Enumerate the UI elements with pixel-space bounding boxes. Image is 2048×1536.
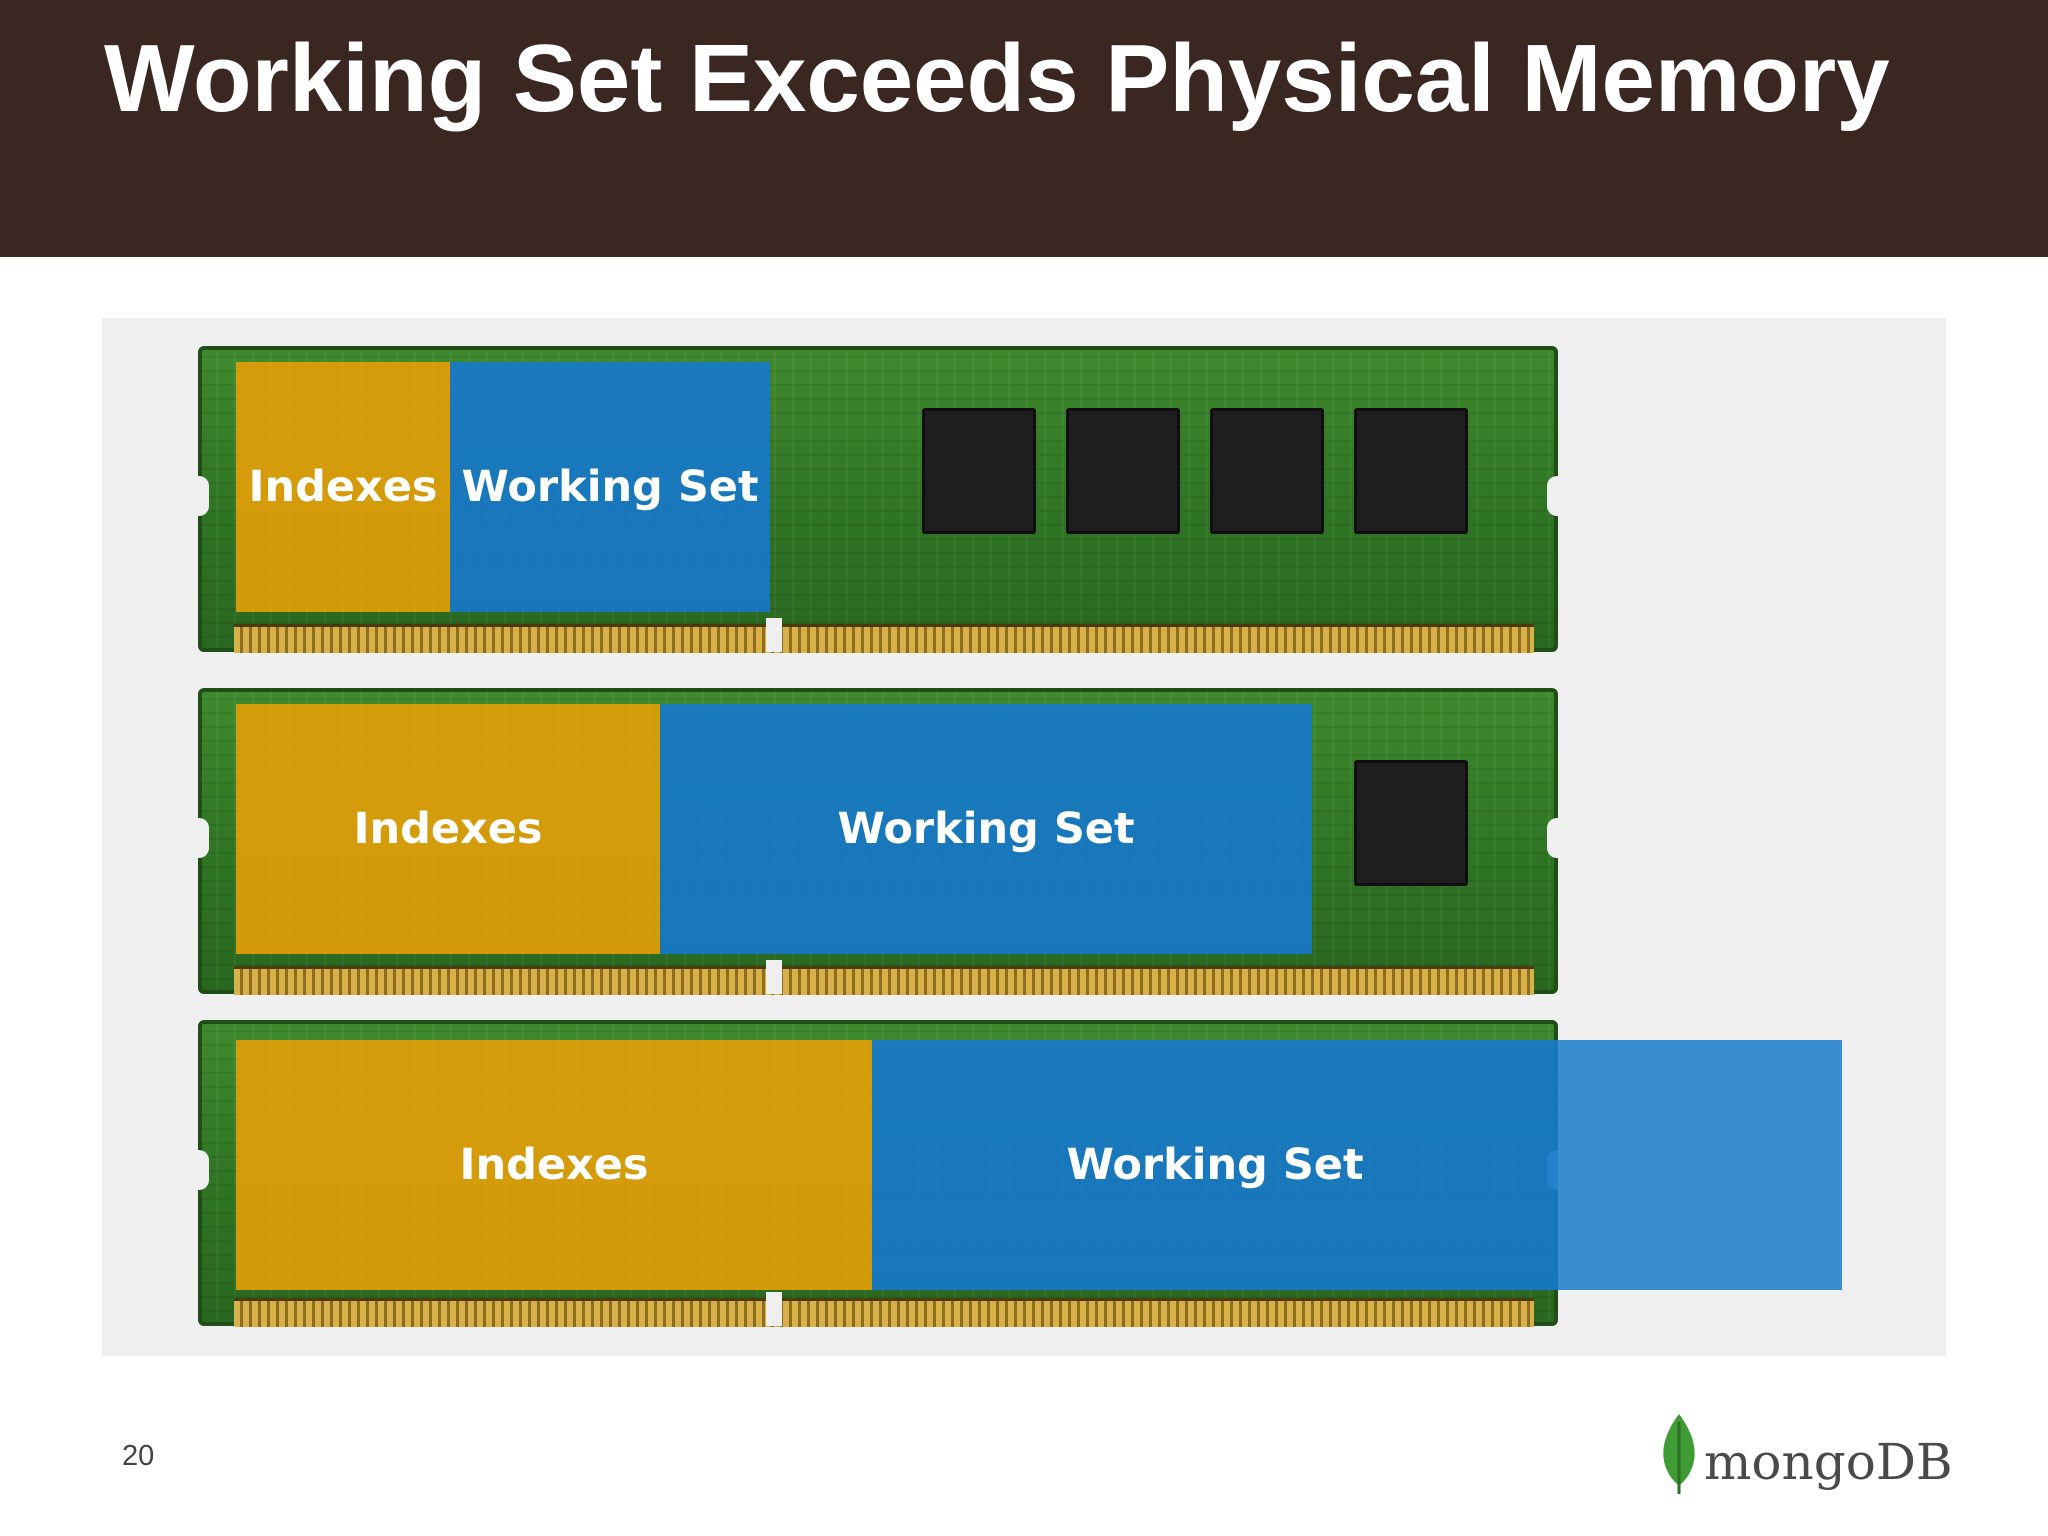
indexes-block: Indexes (236, 362, 450, 612)
working-set-block: Working Set (872, 1040, 1558, 1290)
logo-wordmark: mongoDB (1704, 1433, 1953, 1491)
gold-contacts (234, 966, 1534, 995)
gold-contacts (234, 1298, 1534, 1327)
memory-chip (922, 408, 1036, 534)
side-notch (1547, 818, 1569, 858)
side-notch (1547, 476, 1569, 516)
key-notch (766, 960, 782, 994)
key-notch (766, 1292, 782, 1326)
gold-contacts (234, 624, 1534, 653)
working-set-block: Working Set (450, 362, 770, 612)
memory-stick-2: Indexes Working Set (102, 688, 1946, 1008)
memory-chip (1210, 408, 1324, 534)
indexes-block: Indexes (236, 1040, 872, 1290)
mongodb-logo: mongoDB (1658, 1412, 1953, 1496)
memory-stick-1: Indexes Working Set (102, 346, 1946, 666)
slide-title: Working Set Exceeds Physical Memory (104, 25, 1890, 132)
working-set-overflow (1558, 1040, 1842, 1290)
key-notch (766, 618, 782, 652)
leaf-icon (1663, 1414, 1695, 1494)
memory-diagram: Indexes Working Set Indexes Working Set … (102, 318, 1946, 1356)
memory-chip (1354, 760, 1468, 886)
working-set-block: Working Set (660, 704, 1312, 954)
memory-chip (1354, 408, 1468, 534)
side-notch (187, 476, 209, 516)
memory-chip (1066, 408, 1180, 534)
side-notch (187, 818, 209, 858)
page-number: 20 (122, 1440, 155, 1472)
title-bar: Working Set Exceeds Physical Memory (0, 0, 2048, 257)
side-notch (187, 1150, 209, 1190)
indexes-block: Indexes (236, 704, 660, 954)
memory-stick-3: Indexes Working Set (102, 1020, 1946, 1340)
